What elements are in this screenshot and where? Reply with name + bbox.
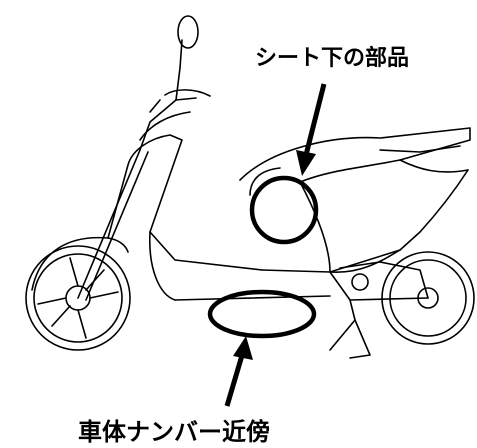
label-under-seat-parts: シート下の部品 — [255, 46, 410, 71]
scooter-body — [107, 127, 471, 301]
engine-swingarm — [329, 261, 429, 359]
handlebar-mirror — [149, 15, 211, 113]
arrow-frame — [224, 336, 253, 407]
front-fender — [31, 236, 129, 291]
front-wheel — [25, 245, 131, 351]
front-fork — [77, 97, 197, 301]
frame-number-marker — [207, 289, 317, 339]
arrow-seat — [296, 83, 327, 176]
under-seat-marker — [249, 175, 319, 245]
label-frame-number-area: 車体ナンバー近傍 — [78, 418, 270, 446]
